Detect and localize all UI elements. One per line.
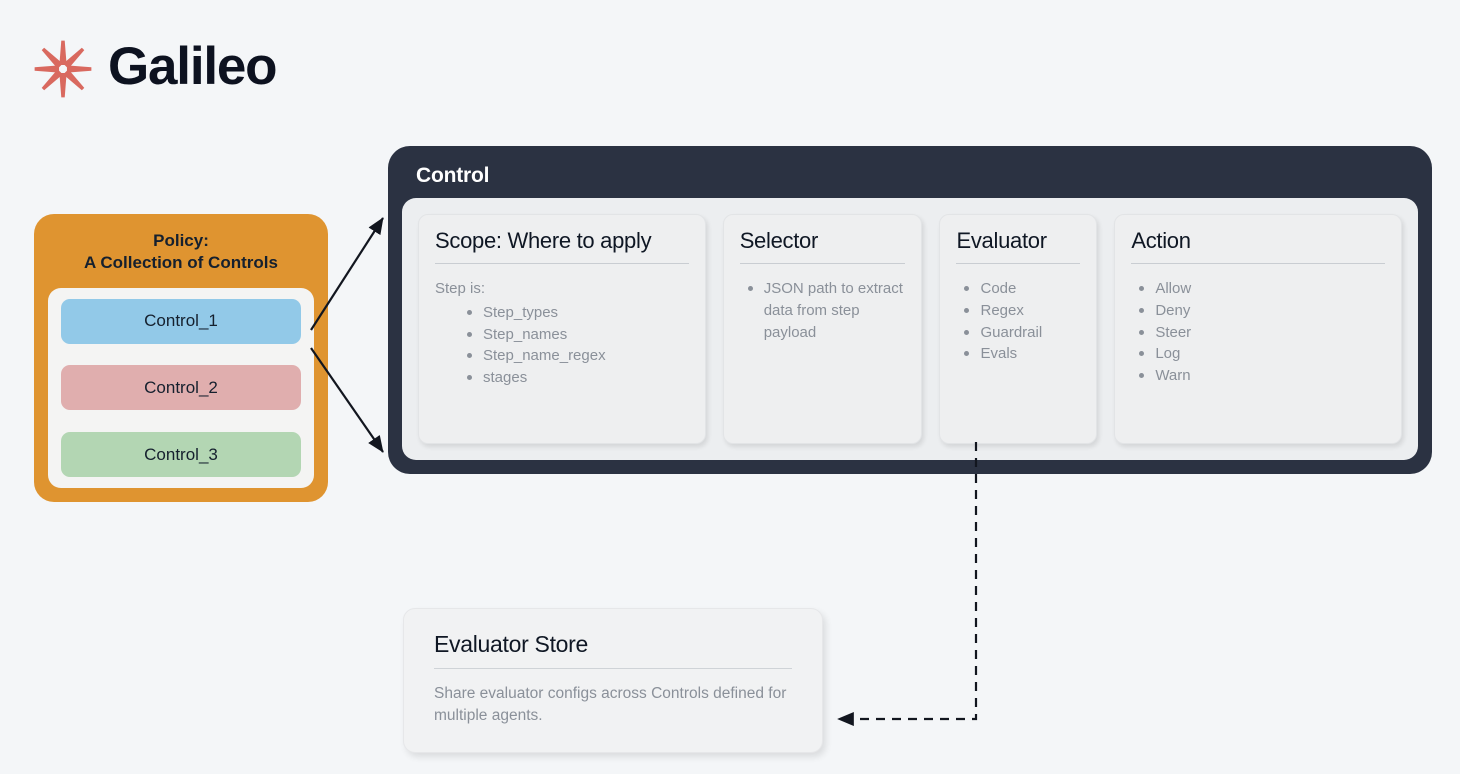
list-item: Step_names	[467, 324, 689, 346]
card-evaluator-title: Evaluator	[956, 228, 1047, 253]
list-item: Evals	[964, 343, 1080, 365]
card-scope-lead: Step is:	[435, 280, 486, 298]
divider	[1131, 263, 1386, 265]
card-action-title: Action	[1131, 228, 1191, 253]
control-title: Control	[416, 164, 490, 187]
list-item: Deny	[1139, 300, 1385, 322]
list-item: Step_types	[467, 302, 689, 324]
card-evaluator: Evaluator Code Regex Guardrail Evals	[939, 214, 1098, 444]
divider	[434, 668, 792, 669]
card-scope-title: Scope: Where to apply	[435, 228, 652, 253]
divider	[435, 263, 689, 265]
list-item: JSON path to extract data from step payl…	[747, 278, 906, 343]
galileo-starburst-icon	[30, 36, 96, 102]
policy-box: Policy: A Collection of Controls Control…	[34, 214, 328, 502]
card-scope-list: Step_types Step_names Step_name_regex st…	[435, 302, 689, 389]
evaluator-store-description: Share evaluator configs across Controls …	[434, 685, 787, 725]
list-item: stages	[467, 367, 689, 389]
card-scope: Scope: Where to apply Step is: Step_type…	[418, 214, 706, 444]
list-item: Log	[1139, 343, 1385, 365]
list-item: Warn	[1139, 365, 1385, 387]
list-item: Code	[964, 278, 1080, 300]
control-chip-2[interactable]: Control_2	[61, 365, 301, 411]
control-chip-3[interactable]: Control_3	[61, 432, 301, 477]
list-item: Steer	[1139, 322, 1385, 344]
brand-logo: Galileo	[30, 36, 278, 102]
control-container: Control Scope: Where to apply Step is: S…	[388, 146, 1432, 474]
list-item: Regex	[964, 300, 1080, 322]
card-selector-title: Selector	[739, 228, 819, 253]
card-selector: Selector JSON path to extract data from …	[722, 214, 923, 444]
divider	[739, 263, 906, 265]
card-action: Action Allow Deny Steer Log Warn	[1114, 214, 1403, 444]
card-action-list: Allow Deny Steer Log Warn	[1131, 278, 1385, 387]
list-item: Guardrail	[964, 322, 1080, 344]
control-panel: Scope: Where to apply Step is: Step_type…	[402, 198, 1418, 460]
card-selector-list: JSON path to extract data from step payl…	[740, 278, 906, 343]
evaluator-store-title: Evaluator Store	[434, 631, 589, 657]
card-evaluator-list: Code Regex Guardrail Evals	[956, 278, 1080, 365]
divider	[956, 263, 1081, 265]
policy-controls-list: Control_1 Control_2 Control_3	[48, 287, 314, 488]
dashed-arrow-evaluator-to-store	[837, 442, 978, 727]
list-item: Allow	[1139, 278, 1385, 300]
evaluator-store-card: Evaluator Store Share evaluator configs …	[403, 608, 823, 753]
list-item: Step_name_regex	[467, 345, 689, 367]
brand-wordmark: Galileo	[108, 36, 278, 96]
control-chip-1[interactable]: Control_1	[61, 298, 301, 344]
policy-title: Policy: A Collection of Controls	[84, 231, 278, 273]
